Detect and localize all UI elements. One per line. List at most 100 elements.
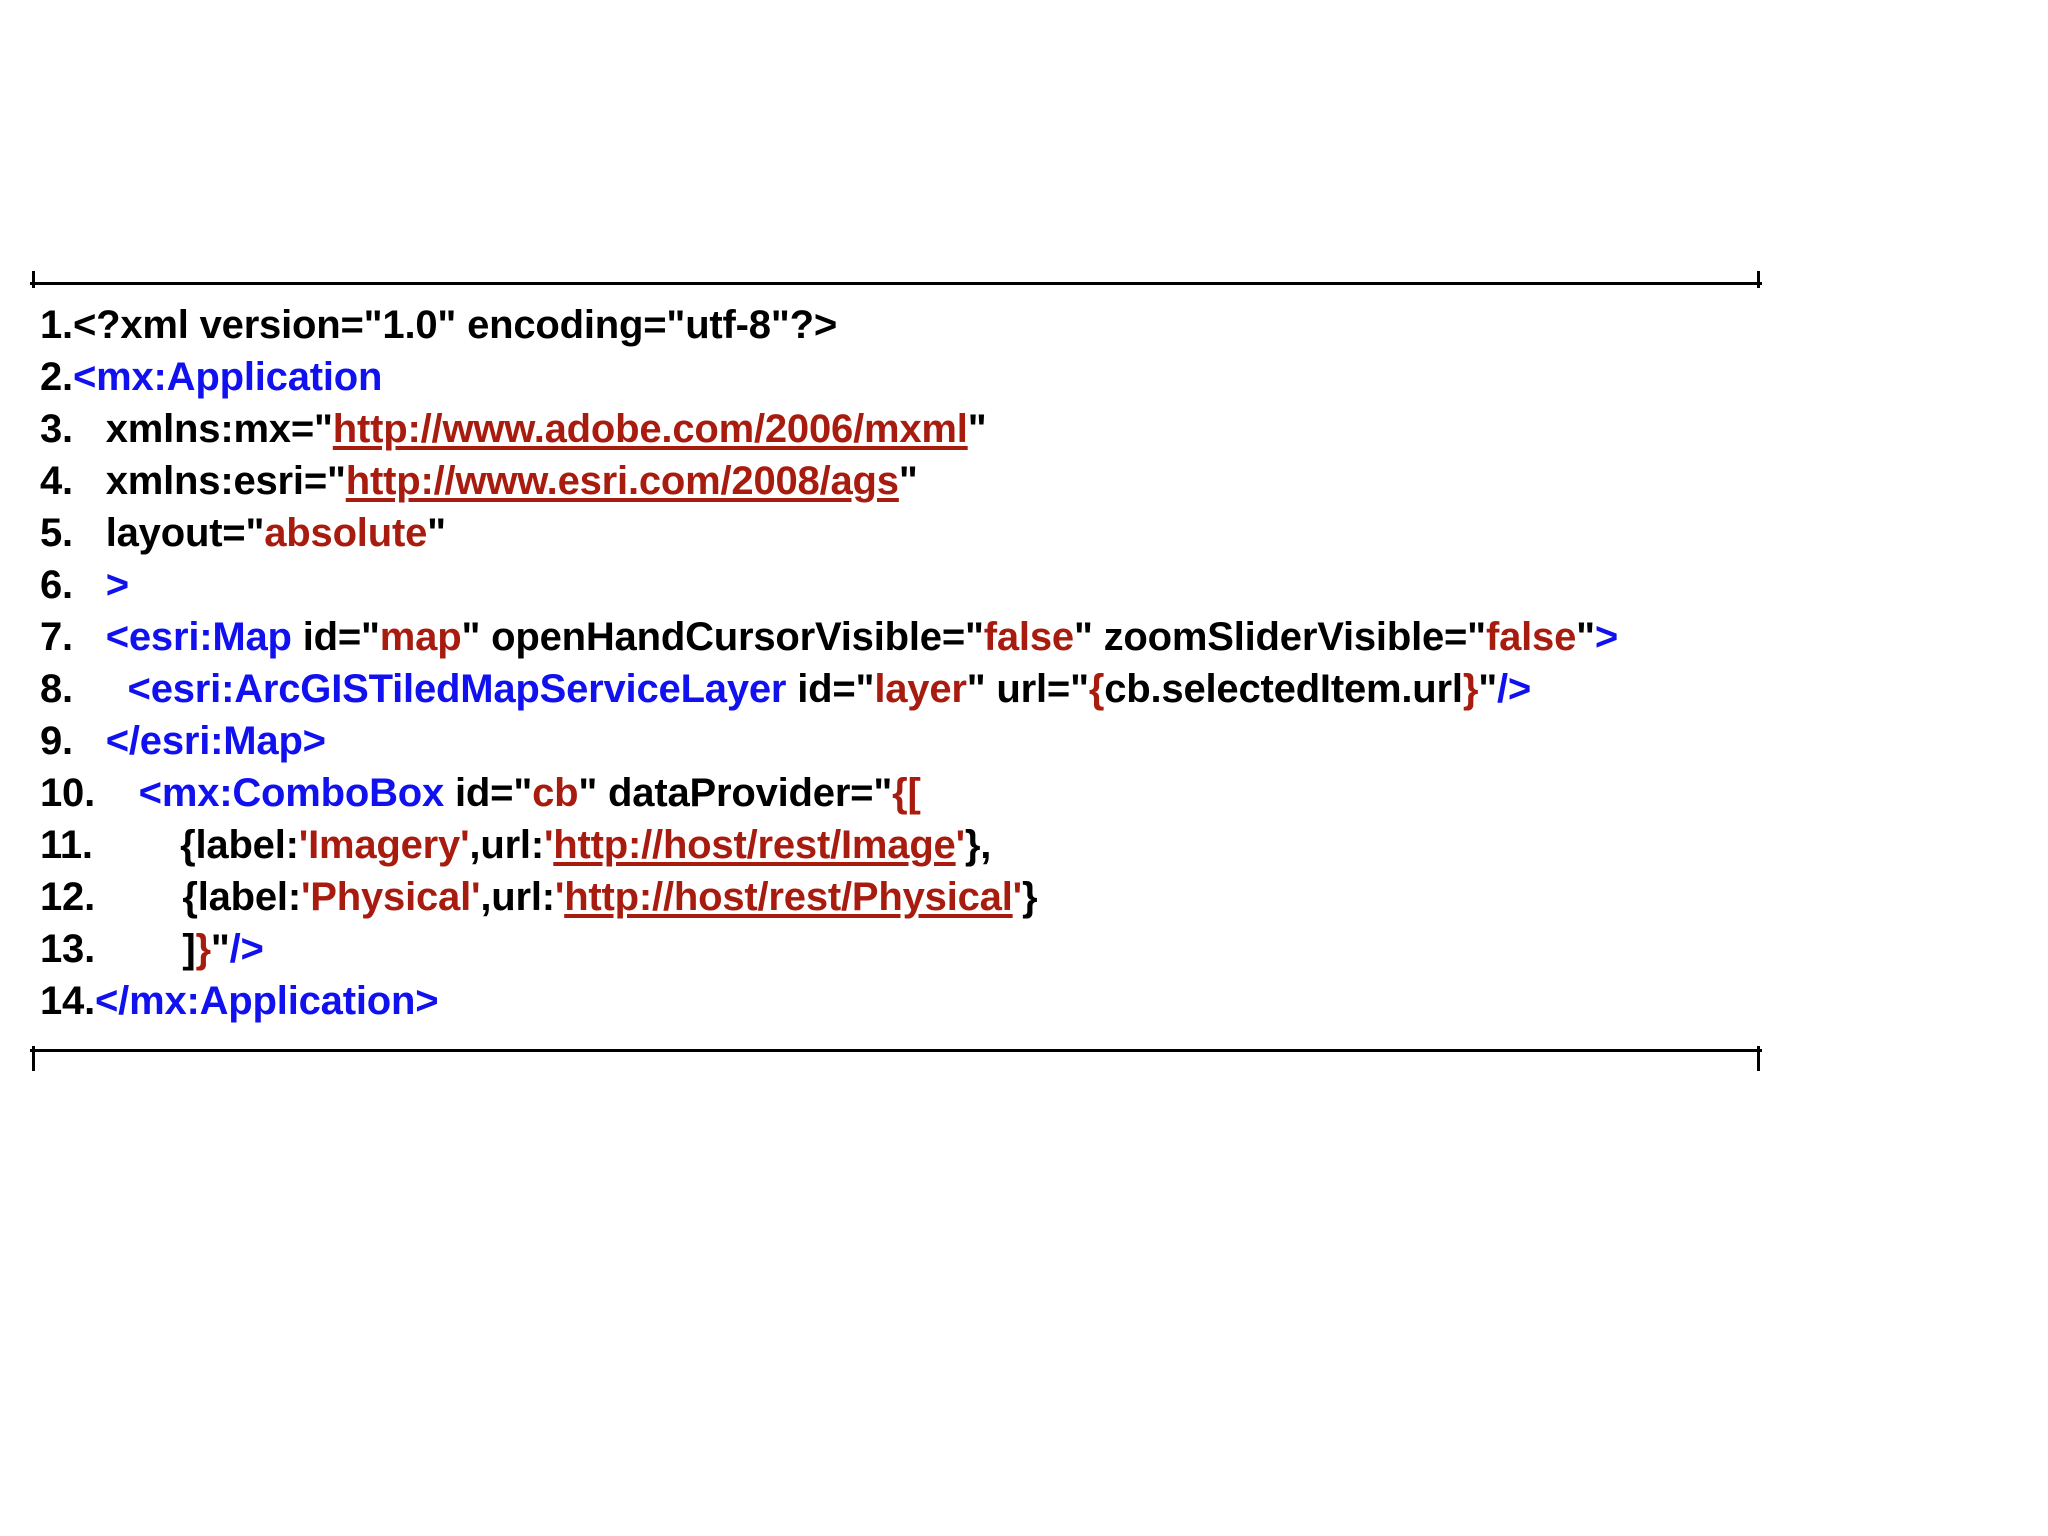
code-token-url[interactable]: http://host/rest/Physical bbox=[564, 875, 1013, 919]
code-token-attrval: ' bbox=[955, 823, 966, 867]
line-number: 10. bbox=[40, 771, 96, 815]
code-token-tag: </mx:Application> bbox=[95, 979, 439, 1023]
code-token-url[interactable]: http://www.adobe.com/2006/mxml bbox=[332, 407, 968, 451]
code-token-attrval: ' bbox=[554, 875, 565, 919]
code-token-plain: id=" bbox=[291, 615, 380, 659]
line-indent bbox=[95, 771, 139, 815]
line-number: 3. bbox=[40, 407, 73, 451]
line-number: 2. bbox=[40, 355, 73, 399]
code-token-plain: " bbox=[898, 459, 918, 503]
code-line: 5. layout="absolute" bbox=[32, 507, 1760, 559]
code-token-plain: " bbox=[1576, 615, 1595, 659]
line-indent bbox=[95, 875, 182, 919]
line-indent bbox=[73, 667, 128, 711]
code-line: 14.</mx:Application> bbox=[32, 975, 1760, 1027]
code-line: 13. ]}"/> bbox=[32, 923, 1760, 975]
line-indent bbox=[73, 459, 106, 503]
code-token-plain: " zoomSliderVisible=" bbox=[1073, 615, 1486, 659]
line-number: 1. bbox=[40, 303, 73, 347]
line-number: 5. bbox=[40, 511, 73, 555]
line-indent bbox=[73, 719, 106, 763]
code-token-plain: xmlns:esri=" bbox=[105, 459, 346, 503]
frame-left-bottom-tick bbox=[32, 1046, 35, 1071]
code-line: 9. </esri:Map> bbox=[32, 715, 1760, 767]
code-token-url[interactable]: http://www.esri.com/2008/ags bbox=[345, 459, 899, 503]
code-token-attrval: 'Imagery' bbox=[298, 823, 470, 867]
code-token-brace: { bbox=[1088, 667, 1105, 711]
frame-left-top-tick bbox=[32, 271, 35, 288]
line-number: 13. bbox=[40, 927, 96, 971]
code-token-tag: /> bbox=[229, 927, 264, 971]
frame-right-bottom-tick bbox=[1757, 1046, 1760, 1071]
code-token-tag: </esri:Map> bbox=[105, 719, 326, 763]
code-token-plain: ] bbox=[182, 927, 196, 971]
frame-bottom-rule bbox=[30, 1049, 1762, 1052]
line-number: 7. bbox=[40, 615, 73, 659]
code-line: 8. <esri:ArcGISTiledMapServiceLayer id="… bbox=[32, 663, 1760, 715]
code-token-plain: } bbox=[1021, 875, 1038, 919]
code-token-tag: > bbox=[1594, 615, 1619, 659]
code-token-plain: {label: bbox=[182, 875, 301, 919]
code-token-brace: } bbox=[1462, 667, 1479, 711]
code-token-plain: " url=" bbox=[966, 667, 1089, 711]
code-token-attrval: ' bbox=[1012, 875, 1023, 919]
code-line: 4. xmlns:esri="http://www.esri.com/2008/… bbox=[32, 455, 1760, 507]
line-indent bbox=[73, 511, 106, 555]
line-number: 12. bbox=[40, 875, 96, 919]
line-indent bbox=[73, 615, 106, 659]
code-token-plain: id=" bbox=[444, 771, 533, 815]
line-number: 9. bbox=[40, 719, 73, 763]
code-token-tag: <esri:Map bbox=[105, 615, 292, 659]
frame-top-rule bbox=[30, 282, 1762, 285]
line-indent bbox=[95, 927, 182, 971]
code-token-tag: <mx:Application bbox=[72, 355, 383, 399]
code-line: 3. xmlns:mx="http://www.adobe.com/2006/m… bbox=[32, 403, 1760, 455]
code-token-brace: } bbox=[195, 927, 211, 971]
code-token-tag: <esri:ArcGISTiledMapServiceLayer bbox=[127, 667, 787, 711]
code-line: 11. {label:'Imagery',url:'http://host/re… bbox=[32, 819, 1760, 871]
code-token-plain: id=" bbox=[786, 667, 875, 711]
line-number: 8. bbox=[40, 667, 73, 711]
code-token-plain: " bbox=[427, 511, 446, 555]
code-token-plain: " openHandCursorVisible=" bbox=[461, 615, 984, 659]
code-token-attrval: false bbox=[1485, 615, 1577, 659]
code-listing-frame: 1.<?xml version="1.0" encoding="utf-8"?>… bbox=[30, 271, 1762, 1071]
code-token-attrval: absolute bbox=[264, 511, 428, 555]
code-token-plain: ,url: bbox=[480, 875, 555, 919]
code-token-tag: > bbox=[105, 563, 129, 607]
code-token-attrval: false bbox=[983, 615, 1074, 659]
code-token-attrval: layer bbox=[874, 667, 967, 711]
line-indent bbox=[73, 563, 106, 607]
code-token-attrval: 'Physical' bbox=[300, 875, 481, 919]
code-line: 12. {label:'Physical',url:'http://host/r… bbox=[32, 871, 1760, 923]
code-token-url[interactable]: http://host/rest/Image bbox=[553, 823, 956, 867]
code-token-plain: cb.selectedItem.url bbox=[1104, 667, 1463, 711]
code-token-plain: ,url: bbox=[469, 823, 544, 867]
code-token-plain: {label: bbox=[180, 823, 299, 867]
code-token-plain: " dataProvider=" bbox=[578, 771, 893, 815]
code-token-plain: layout=" bbox=[105, 511, 265, 555]
code-line: 1.<?xml version="1.0" encoding="utf-8"?> bbox=[32, 299, 1760, 351]
code-line: 2.<mx:Application bbox=[32, 351, 1760, 403]
code-token-attrval: cb bbox=[532, 771, 579, 815]
code-token-plain: <?xml version="1.0" encoding="utf-8"?> bbox=[72, 303, 837, 347]
code-token-tag: /> bbox=[1496, 667, 1532, 711]
line-number: 11. bbox=[40, 823, 93, 867]
line-indent bbox=[73, 407, 106, 451]
code-token-plain: " bbox=[210, 927, 230, 971]
code-listing-body: 1.<?xml version="1.0" encoding="utf-8"?>… bbox=[32, 299, 1760, 1027]
code-token-plain: }, bbox=[964, 823, 992, 867]
code-token-plain: " bbox=[967, 407, 987, 451]
code-line: 7. <esri:Map id="map" openHandCursorVisi… bbox=[32, 611, 1760, 663]
code-token-tag: <mx:ComboBox bbox=[138, 771, 445, 815]
line-indent bbox=[93, 823, 180, 867]
line-number: 4. bbox=[40, 459, 73, 503]
code-token-attrval: map bbox=[379, 615, 462, 659]
code-token-brace: {[ bbox=[892, 771, 921, 815]
code-token-plain: " bbox=[1478, 667, 1497, 711]
code-line: 6. > bbox=[32, 559, 1760, 611]
code-token-attrval: ' bbox=[543, 823, 554, 867]
line-number: 14. bbox=[40, 979, 96, 1023]
code-line: 10. <mx:ComboBox id="cb" dataProvider="{… bbox=[32, 767, 1760, 819]
